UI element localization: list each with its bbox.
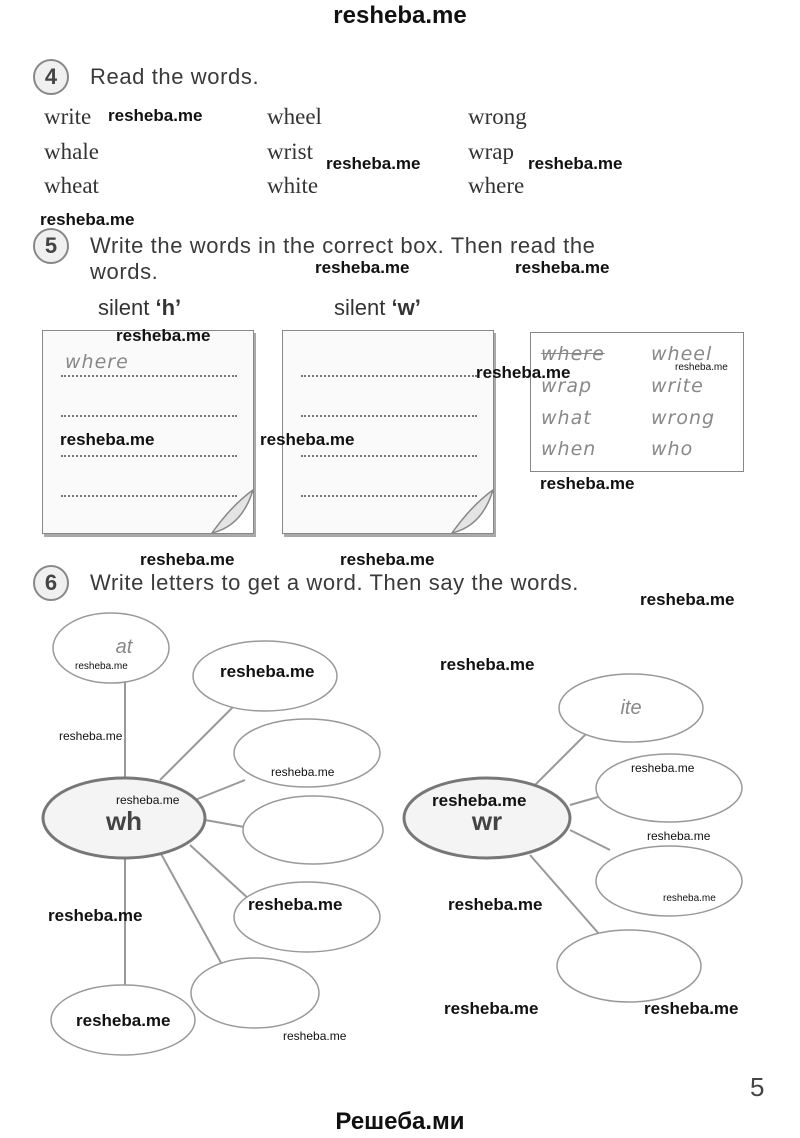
watermark: resheba.me <box>315 258 410 277</box>
bank-word-wrap: wrap <box>541 375 593 397</box>
word-wrap: wrap <box>468 139 514 164</box>
bank-word-when: when <box>541 438 597 460</box>
exercise-4-instruction: Read the words. <box>90 64 260 89</box>
word-whale: whale <box>44 139 99 164</box>
wr-branch-1[interactable] <box>558 673 704 743</box>
watermark: resheba.me <box>663 893 716 904</box>
watermark: resheba.me <box>140 550 235 569</box>
word-write: write <box>44 104 92 129</box>
bank-word-what: what <box>541 407 592 429</box>
site-footer: Решеба.ми <box>335 1108 465 1135</box>
watermark: resheba.me <box>271 765 335 779</box>
answer-line[interactable] <box>301 375 477 377</box>
exercise-5-instruction-line2: words. <box>90 259 159 284</box>
bank-word-wrong: wrong <box>651 407 716 429</box>
watermark: resheba.me <box>116 793 180 807</box>
exercise-4-number: 4 <box>33 59 69 95</box>
bank-word-write: write <box>651 375 704 397</box>
word-web-diagram: at wh ite wr <box>41 612 743 1056</box>
wr-center-node <box>402 776 572 860</box>
bank-word-wheel: wheel <box>651 343 713 365</box>
page-number: 5 <box>750 1072 765 1102</box>
wr-center-label: wr <box>471 806 502 836</box>
bank-word-where: where <box>541 343 605 365</box>
watermark: resheba.me <box>675 362 728 373</box>
watermark: resheba.me <box>432 791 527 810</box>
wh-branch-6[interactable] <box>190 957 320 1029</box>
watermark: resheba.me <box>444 999 539 1018</box>
wh-branch-7[interactable] <box>50 984 196 1056</box>
word-wheat: wheat <box>44 173 99 198</box>
folded-corners <box>210 488 495 535</box>
right-web-lines <box>529 729 611 936</box>
wh-branch-5[interactable] <box>233 881 381 953</box>
exercise-6-instruction: Write letters to get a word. Then say th… <box>90 570 579 595</box>
watermark: resheba.me <box>515 258 610 277</box>
silent-h-label: silent ‘h’ <box>98 295 182 320</box>
silent-w-box <box>282 330 494 534</box>
watermark: resheba.me <box>108 106 203 125</box>
watermark: resheba.me <box>440 655 535 674</box>
watermark: resheba.me <box>631 761 695 775</box>
wr-branch-3[interactable] <box>595 845 743 917</box>
word-wrong: wrong <box>468 104 527 129</box>
watermark: resheba.me <box>448 895 543 914</box>
exercise-5-instruction-line1: Write the words in the correct box. Then… <box>90 233 596 258</box>
watermark: resheba.me <box>116 326 211 345</box>
wh-example-letters: at <box>116 636 134 658</box>
wh-branch-1[interactable] <box>52 612 170 684</box>
exercise-5-number: 5 <box>33 228 69 264</box>
watermark: resheba.me <box>75 661 128 672</box>
watermark: resheba.me <box>528 154 623 173</box>
wh-branch-2[interactable] <box>192 640 338 712</box>
watermark: resheba.me <box>60 430 155 449</box>
wh-center-node <box>41 776 207 860</box>
watermark: resheba.me <box>40 210 135 229</box>
wh-center-label: wh <box>105 806 142 836</box>
watermark: resheba.me <box>540 474 635 493</box>
watermark: resheba.me <box>647 829 711 843</box>
answer-line[interactable] <box>301 415 477 417</box>
wr-branch-2[interactable] <box>595 753 743 823</box>
watermark: resheba.me <box>340 550 435 569</box>
silent-w-label: silent ‘w’ <box>334 295 421 320</box>
watermark: resheba.me <box>76 1011 171 1030</box>
watermark: resheba.me <box>326 154 421 173</box>
word-wheel: wheel <box>267 104 322 129</box>
word-wrist: wrist <box>267 139 313 164</box>
watermark: resheba.me <box>260 430 355 449</box>
word-bank: where wheel wrap write what wrong when w… <box>530 332 744 472</box>
answer-line[interactable] <box>301 455 477 457</box>
watermark: resheba.me <box>644 999 739 1018</box>
wr-branch-4[interactable] <box>556 929 702 1003</box>
answer-line[interactable] <box>61 455 237 457</box>
watermark: resheba.me <box>220 662 315 681</box>
wh-branch-3[interactable] <box>233 718 381 788</box>
site-header: resheba.me <box>333 2 467 29</box>
left-web-lines <box>124 680 251 985</box>
watermark: resheba.me <box>476 363 571 382</box>
watermark: resheba.me <box>283 1029 347 1043</box>
answer-line[interactable] <box>61 375 237 377</box>
exercise-6-number: 6 <box>33 565 69 601</box>
word-where: where <box>468 173 525 198</box>
answer-line[interactable] <box>301 495 477 497</box>
bank-word-who: who <box>651 438 694 460</box>
watermark: resheba.me <box>48 906 143 925</box>
answer-line[interactable] <box>61 495 237 497</box>
wr-example-letters: ite <box>620 697 641 719</box>
word-white: white <box>267 173 319 198</box>
watermark: resheba.me <box>248 895 343 914</box>
watermark: resheba.me <box>59 729 123 743</box>
wh-branch-4[interactable] <box>242 795 384 865</box>
watermark: resheba.me <box>640 590 735 609</box>
silent-h-box: where <box>42 330 254 534</box>
silent-h-answer-where: where <box>65 351 129 373</box>
answer-line[interactable] <box>61 415 237 417</box>
